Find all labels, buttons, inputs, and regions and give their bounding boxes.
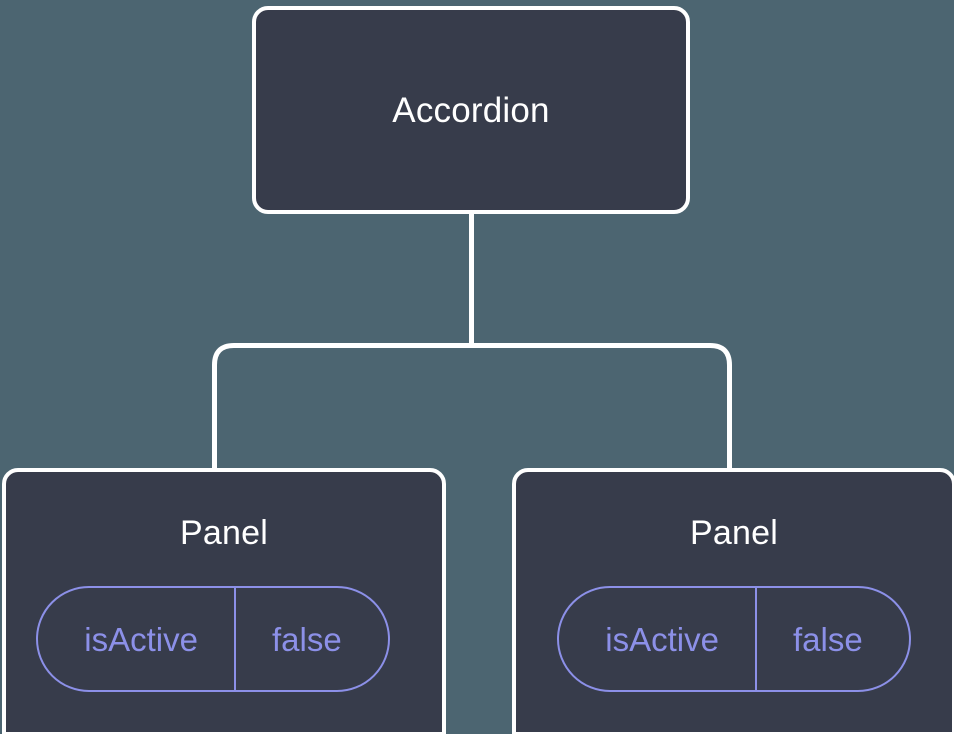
- node-panel-1[interactable]: Panel isActive false: [2, 468, 446, 734]
- prop-value: false: [754, 588, 909, 690]
- prop-pill-isactive-2[interactable]: isActive false: [557, 586, 911, 692]
- prop-value: false: [233, 588, 388, 690]
- node-panel-2[interactable]: Panel isActive false: [512, 468, 954, 734]
- node-panel-2-label: Panel: [690, 514, 778, 552]
- prop-name: isActive: [605, 620, 719, 658]
- node-panel-1-label: Panel: [180, 514, 268, 552]
- prop-pill-isactive-1[interactable]: isActive false: [36, 586, 390, 692]
- connector-branch-bus: [212, 343, 732, 470]
- node-accordion-label: Accordion: [392, 90, 550, 130]
- prop-name: isActive: [84, 620, 198, 658]
- node-accordion[interactable]: Accordion: [252, 6, 690, 214]
